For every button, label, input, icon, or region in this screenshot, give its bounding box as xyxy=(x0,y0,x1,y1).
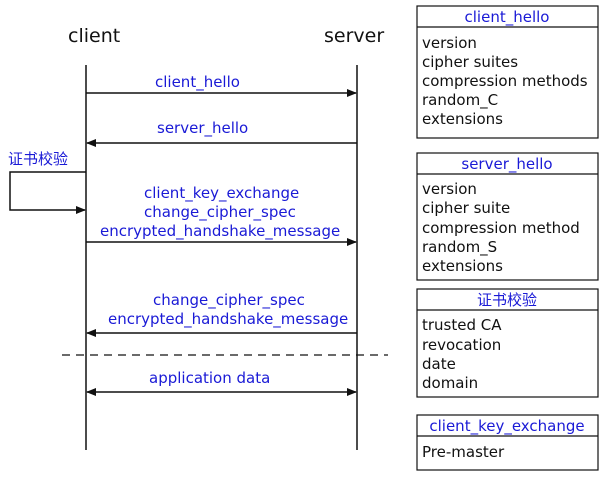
panel-client-hello-field: extensions xyxy=(422,110,503,128)
panel-client-key-exchange-title: client_key_exchange xyxy=(429,417,584,436)
msg-client-hello-label: client_hello xyxy=(155,73,240,92)
panel-cert-verify-title: 证书校验 xyxy=(477,291,537,309)
msg-application-data-label: application data xyxy=(149,369,270,387)
panel-server-hello-field: version xyxy=(422,180,477,198)
cert-verify-loop xyxy=(9,171,86,214)
server-label: server xyxy=(324,25,384,47)
panel-server-hello-field: random_S xyxy=(422,238,497,257)
panel-client-hello-field: compression methods xyxy=(422,72,588,90)
panel-client-key-exchange-field: Pre-master xyxy=(422,443,505,461)
panel-cert-verify-field: revocation xyxy=(422,336,501,354)
msg-encrypted-handshake-1-label: encrypted_handshake_message xyxy=(100,222,340,241)
msg-change-cipher-spec-2-label: change_cipher_spec xyxy=(153,291,305,310)
panel-cert-verify-field: trusted CA xyxy=(422,316,502,334)
panel-server-hello-field: extensions xyxy=(422,257,503,275)
panel-server-hello: server_hello version cipher suite compre… xyxy=(416,152,599,281)
msg-server-hello-label: server_hello xyxy=(157,119,248,138)
panel-client-hello-field: cipher suites xyxy=(422,53,518,71)
cert-verify-label: 证书校验 xyxy=(8,150,68,168)
panel-cert-verify-field: date xyxy=(422,355,456,373)
panel-client-hello-field: random_C xyxy=(422,91,498,110)
client-label: client xyxy=(68,25,120,47)
panel-cert-verify-field: domain xyxy=(422,374,478,392)
panel-client-hello: client_hello version cipher suites compr… xyxy=(416,5,599,139)
panel-server-hello-title: server_hello xyxy=(461,155,552,174)
panel-cert-verify: 证书校验 trusted CA revocation date domain xyxy=(416,288,599,398)
panel-server-hello-field: cipher suite xyxy=(422,199,510,217)
panel-client-key-exchange: client_key_exchange Pre-master xyxy=(416,414,599,471)
panel-client-hello-field: version xyxy=(422,34,477,52)
msg-encrypted-handshake-2-label: encrypted_handshake_message xyxy=(108,310,348,329)
msg-client-key-exchange-label: client_key_exchange xyxy=(144,184,299,203)
panel-client-hello-title: client_hello xyxy=(465,8,550,27)
panel-server-hello-field: compression method xyxy=(422,219,580,237)
msg-change-cipher-spec-1-label: change_cipher_spec xyxy=(144,203,296,222)
